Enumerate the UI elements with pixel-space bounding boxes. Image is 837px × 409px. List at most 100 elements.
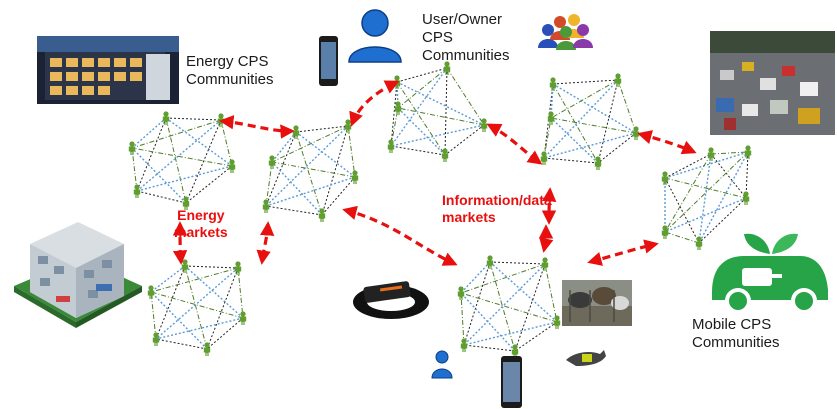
node-icon — [695, 236, 703, 250]
electric-car-icon — [712, 233, 828, 314]
network-edge — [664, 197, 747, 233]
cattle-photo — [562, 280, 632, 326]
node-icon — [133, 184, 141, 198]
network-edge — [131, 147, 187, 204]
node-icon — [441, 148, 449, 162]
smartwatch-icon — [353, 281, 429, 319]
network-edge — [460, 292, 558, 323]
network-edge — [552, 79, 619, 85]
network-edge — [597, 132, 637, 164]
dog-photo — [561, 342, 609, 372]
network-edge — [150, 291, 208, 350]
network-edge — [155, 317, 244, 340]
network-edge — [155, 338, 208, 350]
network-edge — [265, 176, 356, 207]
network-edge — [396, 67, 448, 83]
network-edge — [550, 117, 637, 134]
node-icon — [147, 285, 155, 299]
information-markets-label: Information/data markets — [442, 192, 552, 226]
market-arrow — [342, 205, 458, 266]
mobile-cps-line1: Mobile CPS — [692, 316, 772, 333]
network-edge — [390, 67, 448, 147]
network-edge — [131, 147, 233, 167]
network-edge — [165, 117, 187, 204]
market-arrows — [172, 80, 697, 266]
network-edge — [265, 125, 349, 207]
market-arrow — [538, 224, 554, 253]
network-edge — [397, 107, 446, 156]
network-edge — [550, 117, 599, 164]
network-edge — [271, 131, 297, 163]
node-icon — [540, 151, 548, 165]
network-edge — [150, 265, 186, 293]
network-edge — [489, 261, 546, 265]
market-arrow — [172, 221, 188, 265]
network-edge — [664, 151, 749, 179]
smartphone-icon — [501, 356, 522, 408]
community-network — [128, 111, 236, 210]
network-edge — [206, 317, 244, 350]
smart-house-icon — [14, 222, 142, 328]
node-icon — [228, 159, 236, 173]
network-edge — [131, 147, 138, 192]
network-edge — [136, 165, 233, 192]
network-edge — [463, 263, 546, 346]
node-icon — [203, 342, 211, 356]
network-edge — [397, 107, 485, 126]
network-edge — [265, 131, 297, 207]
network-edge — [321, 125, 349, 216]
node-icon — [541, 257, 549, 271]
market-arrow — [541, 187, 557, 225]
market-arrow — [349, 80, 400, 127]
community-network — [457, 255, 561, 358]
network-edge — [664, 231, 700, 244]
node-icon — [394, 101, 402, 115]
user-owner-line1: User/Owner — [422, 11, 503, 28]
market-arrow — [219, 115, 295, 139]
network-edge — [489, 261, 516, 352]
network-edge — [698, 197, 747, 244]
network-edge — [664, 153, 712, 179]
network-edge — [552, 83, 637, 134]
network-edge — [295, 125, 349, 133]
network-edge — [237, 267, 244, 319]
network-edge — [295, 131, 323, 216]
user-owner-cps-label: User/Owner CPS Communities — [422, 11, 510, 65]
energy-markets-label: Energy markets — [174, 207, 228, 241]
network-edge — [184, 265, 208, 350]
community-network — [540, 73, 640, 170]
network-edge — [131, 117, 167, 149]
network-edge — [514, 321, 558, 352]
network-edge — [710, 151, 749, 155]
node-icon — [387, 139, 395, 153]
network-edge — [265, 161, 273, 207]
network-edge — [396, 81, 485, 126]
node-icon — [318, 208, 326, 222]
user-owner-line2: CPS — [422, 29, 453, 46]
network-edge — [446, 67, 485, 126]
network-edge — [664, 153, 712, 233]
network-edge — [664, 177, 700, 244]
energy-markets-line1: Energy — [177, 207, 225, 223]
network-edge — [444, 124, 485, 156]
network-edge — [698, 151, 749, 244]
energy-cps-label: Energy CPS Communities — [186, 53, 274, 89]
network-edge — [390, 81, 398, 147]
traffic-photo — [710, 31, 835, 135]
network-edge — [460, 292, 465, 346]
network-edge — [321, 176, 356, 216]
network-edge — [543, 157, 599, 164]
network-edge — [460, 261, 491, 294]
network-edge — [396, 81, 446, 156]
market-arrow — [637, 130, 697, 155]
network-edge — [460, 292, 516, 352]
network-edge — [550, 79, 619, 119]
network-edge — [463, 261, 491, 346]
node-icon — [460, 338, 468, 352]
market-arrow — [486, 123, 543, 165]
network-edge — [165, 117, 222, 121]
network-edge — [155, 265, 186, 340]
network-edge — [617, 79, 637, 134]
community-network — [262, 119, 359, 222]
